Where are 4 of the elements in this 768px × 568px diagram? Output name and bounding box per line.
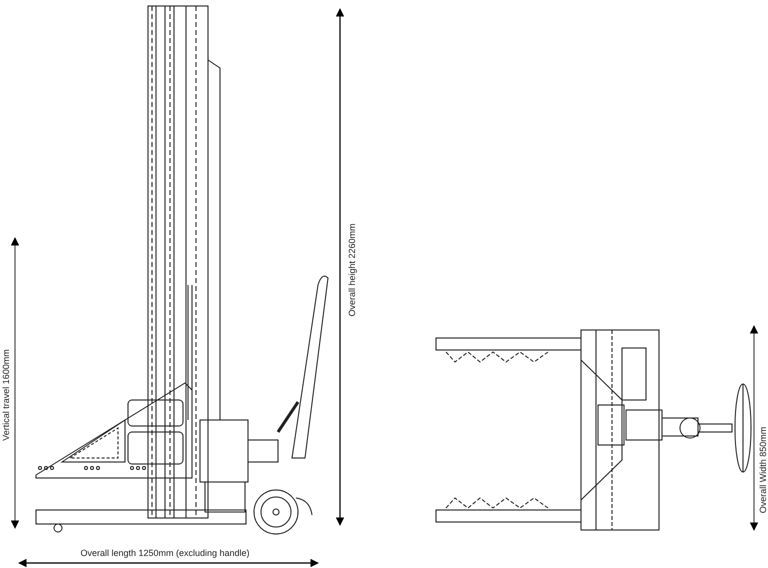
dimension-label: Overall height 2260mm [347,223,357,317]
dimension-label: Overall Width 850mm [758,426,768,514]
dimension-label: Vertical travel 1600mm [1,349,11,441]
dimension-label: Overall length 1250mm (excluding handle) [80,548,250,558]
